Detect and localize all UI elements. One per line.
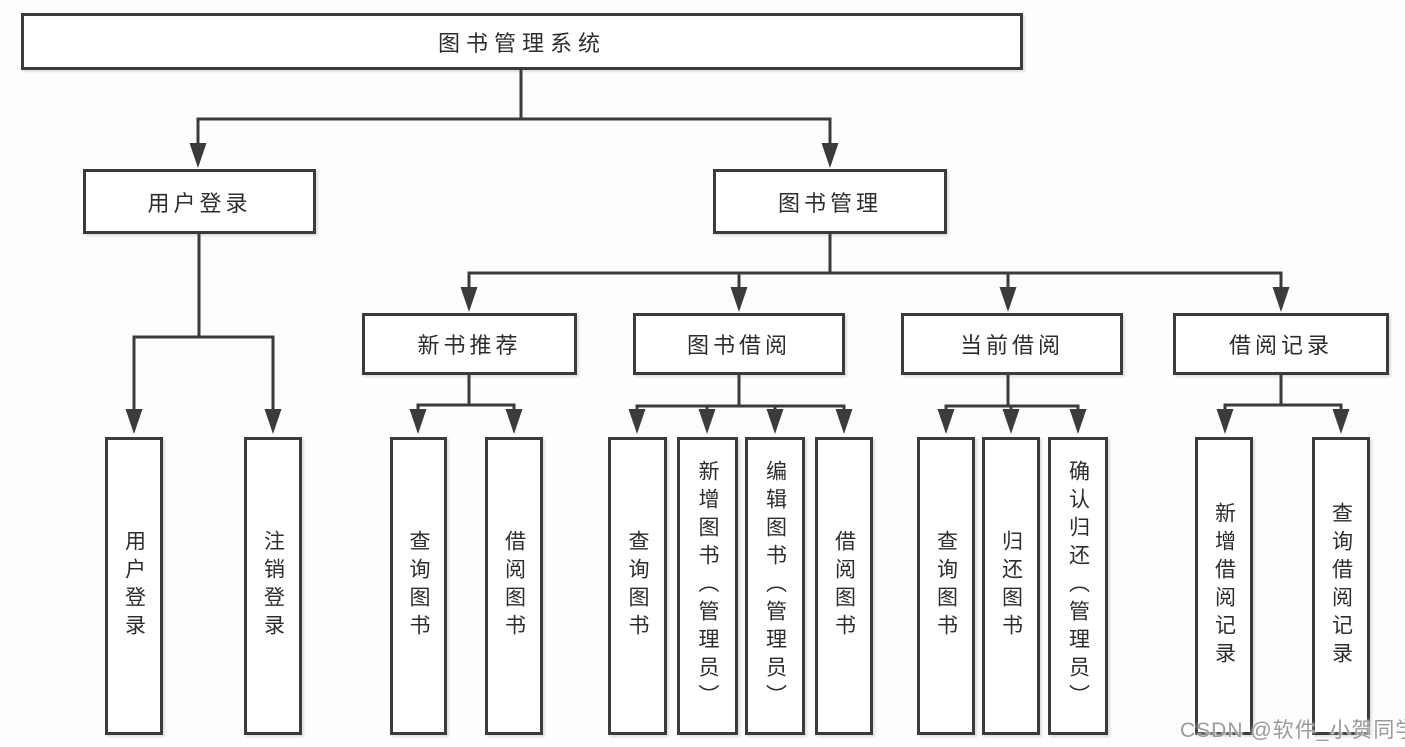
arrowhead [125,409,143,434]
node-new-book-recommend: 新书推荐 [362,313,577,375]
arrowhead [766,409,784,434]
node-user-login: 用户登录 [83,169,316,234]
leaf-borrow-book: 借阅图书 [815,437,873,735]
leaf-newbook-query: 查询图书 [390,437,447,735]
leaf-confirm-return-admin-label: 确认归还（管理员） [1066,460,1090,712]
node-borrow-records-label: 借阅记录 [1228,333,1333,358]
leaf-newbook-borrow: 借阅图书 [485,437,543,735]
leaf-return-book: 归还图书 [982,437,1040,735]
leaf-query-borrow-record: 查询借阅记录 [1312,437,1370,735]
leaf-add-book-admin-label: 新增图书（管理员） [696,460,719,712]
node-current-borrow: 当前借阅 [901,313,1123,375]
arrowhead [1332,409,1350,434]
arrowhead [264,409,282,434]
node-book-management: 图书管理 [713,169,947,234]
node-root-label: 图书管理系统 [437,30,606,56]
leaf-add-book-admin: 新增图书（管理员） [677,437,738,735]
leaf-edit-book-admin-label: 编辑图书（管理员） [763,460,787,712]
arrowhead [821,143,839,168]
leaf-newbook-borrow-label: 借阅图书 [502,530,526,642]
arrowhead [730,287,748,312]
connector-book-borrow-to-leaves [628,373,853,434]
node-root: 图书管理系统 [21,13,1023,70]
leaf-borrow-query-label: 查询图书 [626,530,649,642]
node-current-borrow-label: 当前借阅 [959,333,1064,358]
arrowhead [189,143,207,168]
arrowhead [505,409,523,434]
arrowhead [1002,409,1020,434]
leaf-add-borrow-record: 新增借阅记录 [1195,437,1253,735]
node-borrow-records: 借阅记录 [1173,313,1389,375]
arrowhead [409,409,427,434]
node-user-login-label: 用户登录 [147,190,252,216]
leaf-borrow-book-label: 借阅图书 [832,530,856,642]
connector-user-login-to-leaves [125,231,282,434]
arrowhead [999,287,1017,312]
leaf-query-borrow-record-label: 查询借阅记录 [1329,502,1353,670]
leaf-user-login-label: 用户登录 [122,530,146,642]
arrowhead [835,409,853,434]
node-new-book-recommend-label: 新书推荐 [417,333,522,358]
leaf-current-query-label: 查询图书 [934,530,958,642]
csdn-watermark: CSDN @软件_小贺同学 [1180,719,1405,742]
arrowhead [937,409,955,434]
leaf-edit-book-admin: 编辑图书（管理员） [745,437,805,735]
node-book-borrow-label: 图书借阅 [686,333,791,358]
connector-new-book-to-leaves [409,373,523,434]
connector-borrow-records-to-leaves [1216,373,1350,434]
arrowhead [1272,287,1290,312]
leaf-user-login: 用户登录 [105,437,163,735]
arrowhead [1069,409,1087,434]
arrowhead [1216,409,1234,434]
arrowhead [698,409,716,434]
node-book-management-label: 图书管理 [777,190,882,216]
leaf-logout: 注销登录 [244,437,302,735]
connector-root-to-level2 [189,68,839,168]
node-book-borrow: 图书借阅 [633,313,845,375]
leaf-logout-label: 注销登录 [261,530,285,642]
arrowhead [628,409,646,434]
arrowhead [460,287,478,312]
leaf-current-query: 查询图书 [917,437,975,735]
connector-book-mgmt-to-level3 [460,231,1290,312]
leaf-borrow-query: 查询图书 [608,437,667,735]
connector-current-borrow-to-leaves [937,373,1087,434]
leaf-return-book-label: 归还图书 [999,530,1023,642]
leaf-newbook-query-label: 查询图书 [407,530,430,642]
leaf-add-borrow-record-label: 新增借阅记录 [1212,502,1236,670]
leaf-confirm-return-admin: 确认归还（管理员） [1048,437,1108,735]
